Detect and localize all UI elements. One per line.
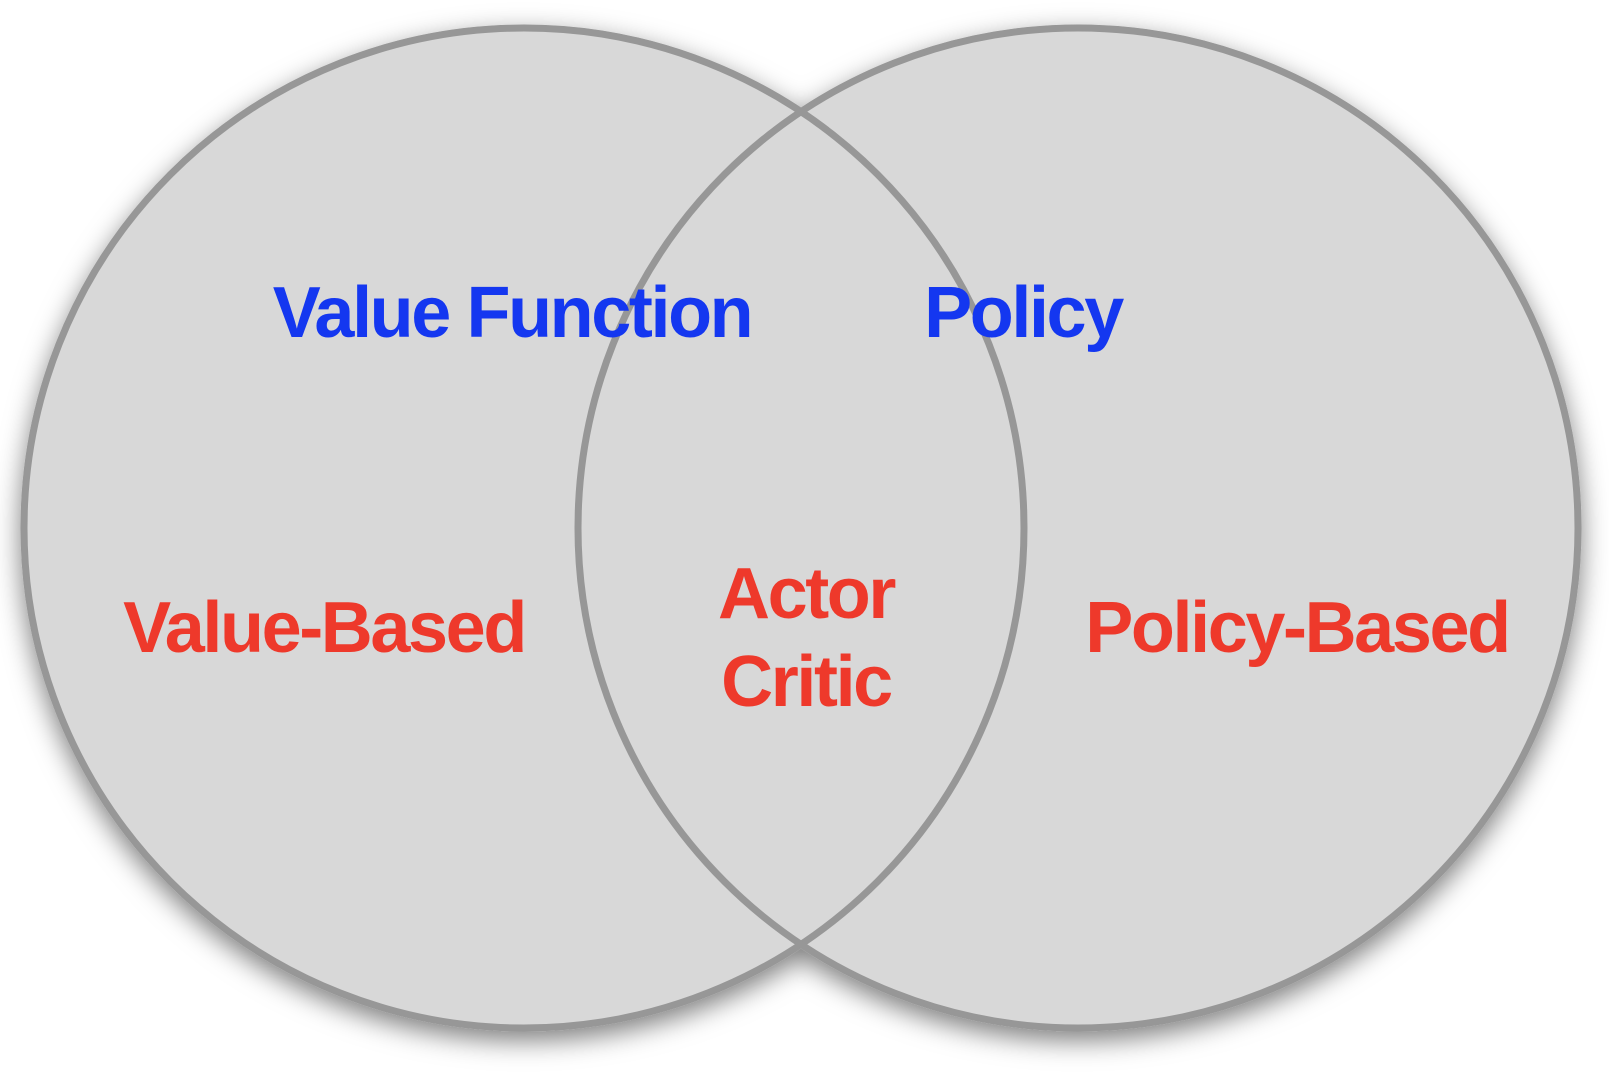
actor-critic-line2: Critic — [721, 642, 893, 722]
policy-label: Policy — [924, 273, 1124, 353]
actor-critic-label: Actor Critic — [717, 551, 896, 727]
policy-based-label: Policy-Based — [1085, 588, 1511, 668]
value-function-label: Value Function — [272, 273, 754, 353]
actor-critic-line1: Actor — [717, 554, 896, 635]
circles-group — [20, 24, 1582, 1032]
value-based-label: Value-Based — [123, 588, 527, 668]
right-circle-fill — [578, 28, 1578, 1028]
right-circle-border — [574, 24, 1582, 1032]
left-circle-border — [20, 24, 1028, 1032]
